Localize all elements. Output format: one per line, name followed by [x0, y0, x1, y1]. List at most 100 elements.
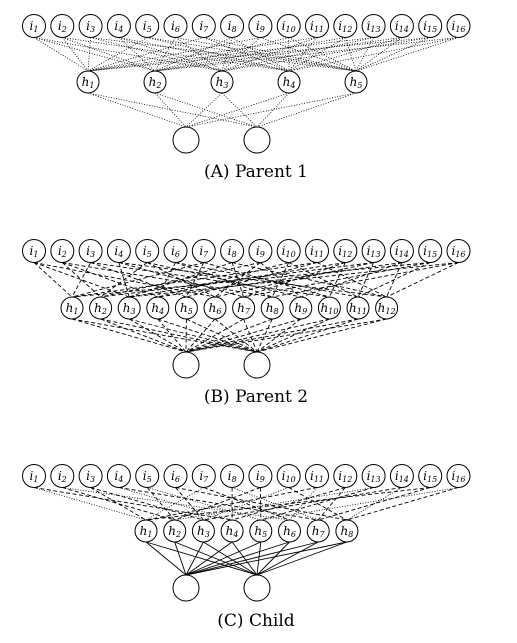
edge-i1-h3 — [33, 37, 223, 72]
hidden-node-h12 — [375, 296, 399, 320]
input-node-i16 — [446, 14, 471, 38]
edges-child — [33, 487, 459, 576]
input-node-i5 — [135, 464, 160, 488]
edge-i3-h5 — [90, 262, 187, 298]
edge-i5-h1 — [87, 37, 148, 72]
hidden-label-h8: h8 — [266, 301, 279, 316]
input-label-i15: i15 — [423, 469, 437, 484]
hidden-label-h3: h3 — [197, 524, 210, 539]
input-node-i10 — [276, 464, 301, 488]
hidden-label-h4: h4 — [226, 524, 239, 539]
input-node-i13 — [361, 14, 386, 38]
edge-i2-h8 — [62, 262, 273, 298]
input-node-i5 — [135, 239, 160, 263]
edge-h7-output-2 — [243, 318, 258, 353]
edge-i1-h1 — [33, 262, 73, 298]
hidden-node-h9 — [289, 296, 313, 320]
edge-i16-h5 — [260, 487, 459, 521]
edge-h12-output-2 — [256, 318, 387, 353]
input-label-i9: i9 — [256, 244, 265, 259]
input-node-i8 — [220, 239, 245, 263]
edge-i8-h3 — [221, 37, 233, 72]
edges-parent-2 — [33, 262, 459, 353]
edge-h1-output-1 — [71, 318, 187, 353]
edge-h5-output-2 — [256, 541, 262, 576]
edge-i14-h8 — [346, 487, 403, 521]
hidden-node-h1 — [60, 296, 84, 320]
edge-i4-h12 — [118, 262, 387, 298]
edge-h9-output-2 — [256, 318, 302, 353]
edge-h3-output-2 — [203, 541, 258, 576]
input-label-i11: i11 — [310, 19, 324, 34]
input-label-i5: i5 — [143, 469, 152, 484]
input-label-i5: i5 — [143, 19, 152, 34]
edge-h3-output-1 — [185, 541, 204, 576]
hidden-node-h2 — [163, 519, 187, 543]
edge-h1-output-2 — [71, 318, 258, 353]
input-label-i4: i4 — [114, 19, 123, 34]
edge-i3-h5 — [90, 37, 357, 72]
hidden-node-h8 — [260, 296, 284, 320]
edge-i9-h3 — [221, 37, 261, 72]
input-label-i12: i12 — [338, 469, 352, 484]
edge-h5-output-2 — [256, 92, 357, 128]
hidden-label-h1: h1 — [140, 524, 153, 539]
input-node-i3 — [78, 464, 103, 488]
edge-i13-h2 — [100, 262, 374, 298]
hidden-label-h3: h3 — [216, 75, 229, 90]
input-label-i5: i5 — [143, 244, 152, 259]
edge-i7-h4 — [203, 37, 290, 72]
hidden-label-h4: h4 — [283, 75, 296, 90]
edge-h2-output-1 — [100, 318, 187, 353]
edge-h5-output-1 — [185, 541, 261, 576]
edge-i15-h1 — [87, 37, 431, 72]
hidden-label-h8: h8 — [340, 524, 353, 539]
input-label-i16: i16 — [451, 244, 465, 259]
input-node-i10 — [276, 14, 301, 38]
edge-i2-h2 — [62, 37, 156, 72]
edge-h11-output-2 — [256, 318, 359, 353]
edge-h12-output-1 — [185, 318, 387, 353]
edge-h8-output-1 — [185, 541, 347, 576]
input-node-i1 — [22, 239, 46, 263]
input-label-i12: i12 — [338, 244, 352, 259]
input-label-i8: i8 — [228, 244, 237, 259]
edge-i2-h2 — [62, 487, 175, 521]
edge-i3-h1 — [71, 262, 91, 298]
input-label-i3: i3 — [86, 19, 95, 34]
input-label-i9: i9 — [256, 469, 265, 484]
caption-child: (C) Child — [217, 611, 295, 631]
hidden-node-h1 — [76, 70, 100, 94]
edge-i16-h8 — [346, 487, 459, 521]
output-node-2 — [243, 126, 271, 154]
edge-i16-h8 — [272, 262, 459, 298]
input-label-i14: i14 — [395, 19, 409, 34]
input-node-i13 — [361, 464, 386, 488]
edge-h7-output-2 — [256, 541, 319, 576]
edge-i14-h3 — [203, 487, 402, 521]
edge-i3-h10 — [90, 262, 330, 298]
hidden-node-h8 — [335, 519, 359, 543]
edge-h3-output-1 — [185, 92, 223, 128]
hidden-label-h4: h4 — [151, 301, 164, 316]
input-node-i3 — [78, 14, 103, 38]
input-label-i12: i12 — [338, 19, 352, 34]
input-label-i8: i8 — [228, 469, 237, 484]
edge-i6-h3 — [175, 487, 204, 521]
edge-i15-h1 — [145, 487, 431, 521]
input-node-i4 — [106, 464, 131, 488]
input-label-i13: i13 — [367, 244, 381, 259]
input-node-i14 — [389, 464, 414, 488]
input-node-i6 — [163, 239, 188, 263]
input-node-i9 — [248, 239, 273, 263]
hidden-node-h6 — [203, 296, 227, 320]
input-label-i2: i2 — [58, 469, 67, 484]
input-label-i1: i1 — [30, 469, 39, 484]
edge-i10-h5 — [288, 37, 357, 72]
edge-i16-h12 — [386, 262, 459, 298]
output-node-2 — [243, 574, 271, 602]
hidden-node-h10 — [317, 296, 341, 320]
input-node-i6 — [163, 14, 188, 38]
edge-i2-h1 — [61, 37, 89, 72]
